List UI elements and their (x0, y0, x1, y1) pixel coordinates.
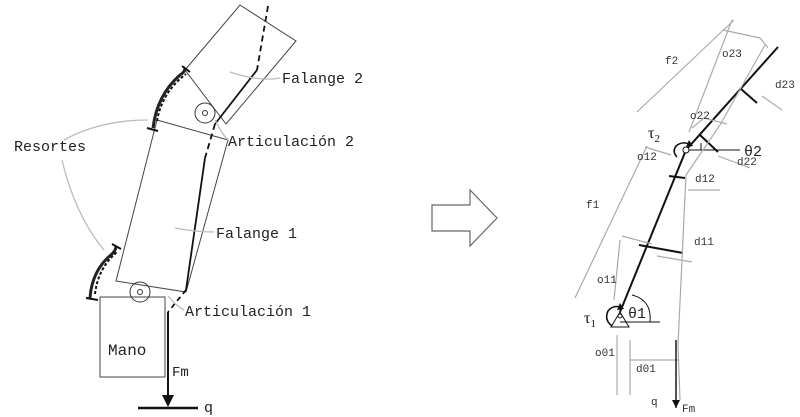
finger-physical-drawing (99, 4, 297, 378)
label-fm-left: Fm (172, 365, 189, 381)
link-phalanx-1 (619, 149, 687, 313)
label-o01: o01 (595, 348, 615, 360)
perp-d23 (740, 88, 758, 104)
label-d12: d12 (695, 174, 715, 186)
label-o22: o22 (690, 111, 710, 123)
tendon-line (167, 5, 269, 405)
phalanx-2-body (184, 4, 297, 125)
tau1-arrow (605, 305, 621, 327)
joint-2-pin (202, 110, 208, 116)
dimension-lines (574, 19, 783, 401)
label-tau2: τ2 (648, 125, 660, 145)
label-o12: o12 (637, 152, 657, 164)
label-o11: o11 (597, 275, 617, 287)
base-pin (617, 313, 623, 319)
label-mano: Mano (108, 342, 146, 360)
leader-lines (61, 71, 281, 311)
label-resortes: Resortes (14, 139, 86, 156)
spring-upper-coil (156, 73, 187, 122)
perp-d12 (668, 175, 686, 179)
label-tau1: τ1 (584, 310, 596, 330)
transition-arrow (431, 188, 498, 248)
perp-d11 (638, 244, 684, 254)
label-d11: d11 (694, 237, 714, 249)
label-articulacion-2: Articulación 2 (228, 134, 354, 151)
label-o23: o23 (722, 49, 742, 61)
base-pivot (610, 311, 630, 328)
hand-block (99, 296, 166, 378)
tau2-arrow (673, 142, 690, 158)
label-q-left: q (204, 400, 213, 417)
label-theta1: θ1 (628, 306, 646, 323)
joint-1-pin (137, 289, 143, 295)
perp-d22 (699, 134, 719, 153)
spring-upper-frame (151, 67, 187, 129)
spring-lower-frame (88, 245, 118, 299)
label-q-right: q (651, 397, 658, 409)
label-falange-1: Falange 1 (216, 226, 297, 243)
label-d22: d22 (737, 157, 757, 169)
label-theta2: θ2 (744, 144, 762, 161)
fm-arrow-head (162, 395, 174, 407)
label-f2: f2 (665, 56, 678, 68)
joint-1-pivot (129, 281, 151, 303)
phalanx-1-body (115, 119, 229, 293)
label-d01: d01 (636, 364, 656, 376)
kinematic-model (605, 46, 779, 328)
joint-2-pivot (194, 102, 216, 124)
springs (85, 65, 191, 301)
joint-2-marker (682, 146, 690, 154)
fm-force-head (672, 400, 680, 408)
label-articulacion-1: Articulación 1 (185, 304, 311, 321)
label-f1: f1 (586, 200, 600, 212)
label-d23: d23 (775, 80, 795, 92)
theta1-arc (631, 294, 651, 323)
label-falange-2: Falange 2 (282, 71, 363, 88)
link-phalanx-2 (685, 46, 779, 151)
label-fm-right: Fm (682, 404, 696, 416)
